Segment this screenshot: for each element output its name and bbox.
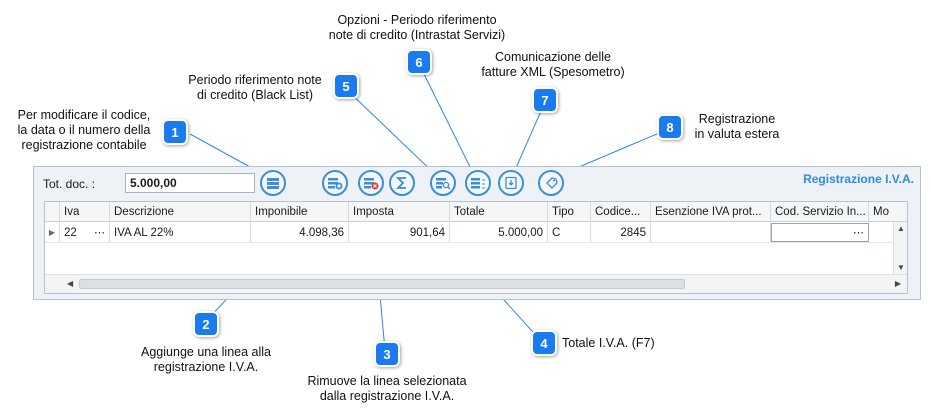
callout-text-4: Totale I.V.A. (F7): [562, 336, 655, 350]
ellipsis-icon[interactable]: ⋯: [94, 227, 105, 239]
callout-text-6: Opzioni - Periodo riferimento note di cr…: [328, 13, 506, 42]
edit-registration-button[interactable]: [260, 170, 286, 196]
callout-badge-3: 3: [374, 341, 400, 367]
cell-totale[interactable]: 5.000,00: [450, 223, 548, 242]
edit-registration-icon: [267, 178, 279, 189]
cell-iva[interactable]: 22 ⋯: [60, 223, 110, 242]
callout-badge-8: 8: [657, 114, 683, 140]
scroll-up-icon[interactable]: ▲: [897, 224, 905, 233]
cell-cod-servizio[interactable]: ⋯: [771, 223, 869, 242]
sigma-icon: [395, 177, 406, 189]
table-row[interactable]: ▶ 22 ⋯ IVA AL 22% 4.098,36 901,64 5.000,…: [45, 223, 907, 243]
tot-doc-label: Tot. doc. :: [43, 177, 96, 191]
panel-title: Registrazione I.V.A.: [803, 172, 914, 186]
ellipsis-icon[interactable]: ⋯: [853, 227, 864, 239]
callout-text-1: Per modificare il codice, la data o il n…: [17, 108, 151, 152]
column-header-imponibile[interactable]: Imponibile: [251, 202, 349, 221]
header-selector: [45, 202, 60, 221]
iva-grid: Iva Descrizione Imponibile Imposta Total…: [44, 201, 908, 294]
cell-imposta[interactable]: 901,64: [349, 223, 450, 242]
column-header-codice[interactable]: Codice...: [591, 202, 651, 221]
cell-imponibile[interactable]: 4.098,36: [251, 223, 349, 242]
cell-tipo[interactable]: C: [548, 223, 591, 242]
scroll-left-icon[interactable]: ◀: [67, 279, 74, 288]
total-iva-button[interactable]: [389, 170, 415, 196]
column-header-esenzione[interactable]: Esenzione IVA prot...: [651, 202, 771, 221]
intrastat-options-button[interactable]: [465, 170, 491, 196]
add-line-button[interactable]: [322, 170, 348, 196]
horizontal-scroll-thumb[interactable]: [79, 279, 685, 289]
column-header-iva[interactable]: Iva: [60, 202, 110, 221]
scroll-right-icon[interactable]: ▶: [894, 279, 901, 288]
cell-descrizione[interactable]: IVA AL 22%: [110, 223, 251, 242]
callout-badge-6: 6: [406, 49, 432, 75]
callout-text-5: Periodo riferimento note di credito (Bla…: [188, 73, 322, 102]
column-header-cod-servizio[interactable]: Cod. Servizio In...: [771, 202, 869, 221]
tot-doc-field[interactable]: 5.000,00: [125, 173, 255, 193]
callout-text-8: Registrazione in valuta estera: [694, 112, 780, 141]
callout-badge-7: 7: [532, 87, 558, 113]
xml-download-icon: [505, 176, 517, 190]
callout-badge-1: 1: [162, 119, 188, 145]
callout-text-2: Aggiunge una linea alla registrazione I.…: [141, 345, 271, 374]
grid-header: Iva Descrizione Imponibile Imposta Total…: [45, 202, 907, 222]
search-period-icon: [436, 178, 451, 190]
remove-line-button[interactable]: [358, 170, 384, 196]
remove-line-icon: [364, 178, 379, 190]
cell-codice[interactable]: 2845: [591, 223, 651, 242]
column-header-totale[interactable]: Totale: [450, 202, 548, 221]
registration-panel: Tot. doc. : 5.000,00: [33, 166, 921, 300]
spesometro-button[interactable]: [498, 170, 524, 196]
options-list-icon: [471, 178, 485, 189]
vertical-scrollbar[interactable]: ▲ ▼: [893, 222, 907, 274]
cell-iva-value: 22: [64, 227, 77, 239]
add-line-icon: [328, 178, 343, 190]
row-pointer-icon: ▶: [45, 223, 60, 242]
foreign-currency-button[interactable]: [538, 170, 564, 196]
column-header-descrizione[interactable]: Descrizione: [110, 202, 251, 221]
column-header-tipo[interactable]: Tipo: [548, 202, 591, 221]
column-header-imposta[interactable]: Imposta: [349, 202, 450, 221]
callout-badge-2: 2: [193, 311, 219, 337]
callout-badge-5: 5: [333, 73, 359, 99]
callout-badge-4: 4: [531, 330, 557, 356]
horizontal-scrollbar[interactable]: ◀ ▶: [45, 274, 907, 293]
cell-esenzione[interactable]: [651, 223, 771, 242]
black-list-period-button[interactable]: [430, 170, 456, 196]
callout-text-3: Rimuove la linea selezionata dalla regis…: [307, 374, 467, 403]
scroll-down-icon[interactable]: ▼: [897, 263, 905, 272]
callout-text-7: Comunicazione delle fatture XML (Spesome…: [481, 50, 625, 79]
column-header-mo[interactable]: Mo: [869, 202, 907, 221]
currency-tag-icon: [546, 177, 558, 189]
